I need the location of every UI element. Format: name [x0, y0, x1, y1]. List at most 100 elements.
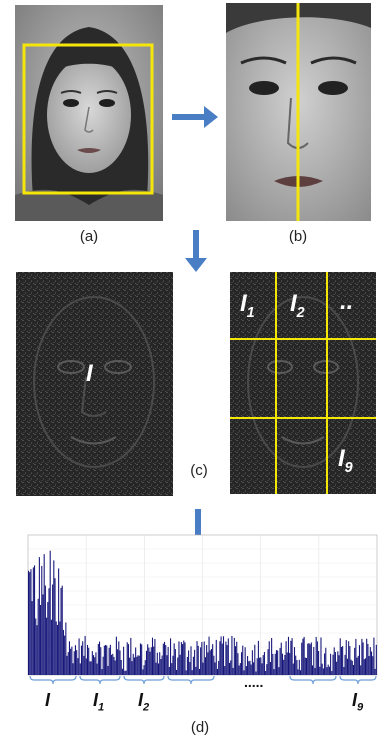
histogram-bar	[315, 636, 317, 675]
histogram-bar	[340, 646, 342, 675]
histogram-bar	[40, 604, 42, 675]
cropped-face-photo	[226, 3, 371, 221]
lbp-grid-face-texture	[230, 272, 376, 494]
histogram-bar	[88, 647, 90, 675]
histogram-bar	[166, 655, 168, 675]
histogram-bar	[350, 659, 352, 675]
histogram-bar	[123, 646, 125, 675]
histogram-bar	[139, 643, 141, 675]
histogram-bar	[321, 663, 323, 675]
histogram-bar	[309, 644, 311, 675]
histogram-bar	[368, 655, 370, 675]
histogram-bar	[241, 652, 243, 675]
histogram-bar	[221, 643, 223, 675]
histogram-bar	[76, 650, 78, 675]
histogram-bar	[231, 636, 233, 675]
hist-label-2: I2	[138, 690, 150, 714]
histogram-bar	[207, 652, 209, 675]
histogram-bar	[249, 660, 251, 675]
histogram-bar	[324, 653, 326, 675]
histogram-bar	[313, 647, 315, 675]
arrow-right-icon	[172, 106, 218, 128]
histogram-bar	[331, 671, 333, 675]
histogram-bar	[196, 641, 198, 675]
histogram-bar	[212, 644, 214, 675]
histogram-bar	[68, 641, 70, 675]
histogram-bar	[269, 662, 271, 675]
histogram-bar	[273, 669, 275, 675]
histogram-bar	[266, 664, 268, 675]
histogram-bar	[161, 655, 163, 675]
histogram-bar	[109, 644, 111, 675]
histogram-bar	[285, 641, 287, 675]
histogram-bar	[215, 639, 217, 675]
histogram-bar	[352, 665, 355, 675]
histogram-bar	[35, 618, 37, 675]
histogram-bar	[289, 652, 291, 675]
histogram-bar	[173, 643, 175, 675]
histogram-bar	[228, 662, 231, 675]
histogram-bar	[95, 652, 97, 675]
histogram-bar	[172, 655, 174, 675]
histogram-bar	[155, 662, 157, 675]
histogram-bar	[86, 644, 89, 675]
histogram-bar	[343, 666, 345, 675]
histogram-bar	[366, 638, 368, 675]
histogram-bar	[70, 648, 72, 675]
histogram-bar	[85, 658, 87, 675]
histogram-bar	[135, 647, 137, 675]
histogram-bar	[114, 660, 116, 675]
histogram-bar	[373, 637, 375, 675]
histogram-bar	[301, 642, 303, 675]
histogram-bar	[280, 642, 282, 675]
histogram-bar	[202, 662, 204, 675]
histogram-bar	[62, 629, 64, 675]
region-label-1: I1	[240, 290, 255, 321]
histogram-bar	[174, 649, 176, 675]
histogram-bar	[99, 641, 101, 675]
histogram-bar	[204, 657, 206, 675]
histogram-bar	[30, 569, 32, 675]
histogram-bar	[299, 670, 302, 675]
histogram-bar	[97, 643, 99, 675]
histogram-bar	[303, 636, 305, 675]
histogram-bar	[47, 602, 49, 675]
histogram-bar	[369, 647, 371, 675]
original-face-photo	[15, 5, 163, 221]
histogram-bar	[248, 661, 250, 675]
grid-line-vertical-1	[275, 272, 277, 494]
histogram-bar	[197, 645, 199, 675]
grid-line-horizontal-1	[230, 338, 376, 340]
panel-label-a: (a)	[79, 228, 99, 245]
histogram-bar	[89, 661, 91, 675]
histogram-bar	[41, 565, 43, 675]
region-label-whole: I	[86, 360, 93, 387]
histogram-bar	[78, 638, 80, 675]
histogram-bar	[58, 568, 60, 675]
segment-brace	[339, 675, 377, 685]
histogram-bar	[136, 656, 138, 675]
histogram-bar	[297, 669, 299, 675]
histogram-bar	[36, 625, 38, 675]
histogram-bar	[67, 652, 69, 675]
histogram-bar	[338, 655, 340, 675]
hist-label-whole: I	[45, 690, 51, 710]
histogram-bar	[358, 645, 361, 675]
histogram-bar	[94, 657, 96, 675]
histogram-bar	[163, 641, 166, 675]
histogram-bar	[107, 665, 109, 675]
histogram-bar	[120, 660, 122, 675]
histogram-bar	[131, 661, 133, 675]
histogram-bar	[293, 647, 296, 675]
histogram-bar	[325, 647, 327, 675]
histogram-bar	[91, 651, 93, 675]
histogram-bar	[279, 648, 281, 675]
histogram-bar	[277, 650, 279, 675]
histogram-bar	[296, 660, 298, 675]
histogram-bar	[342, 646, 344, 675]
histogram-bar	[179, 654, 181, 675]
histogram-bar	[239, 663, 241, 675]
histogram-bar	[320, 637, 322, 675]
segment-brace	[167, 675, 215, 685]
histogram-bar	[316, 641, 318, 675]
